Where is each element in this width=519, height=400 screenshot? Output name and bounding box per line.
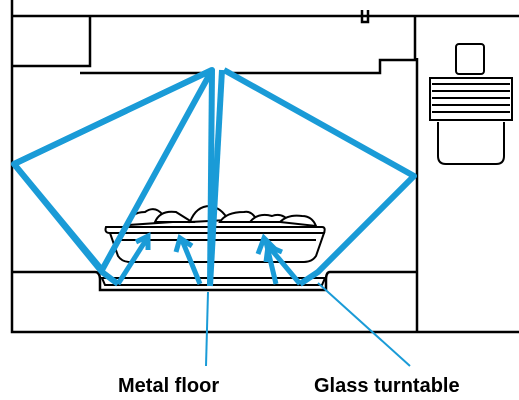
metal-floor-leader: [205, 291, 209, 367]
reflection-arrows: [115, 231, 302, 286]
glass-turntable-label: Glass turntable: [314, 375, 460, 397]
leader-lines: [205, 282, 411, 367]
microwave-rays: [11, 67, 417, 287]
oven-cavity: [10, 0, 519, 334]
glass-turntable-leader: [317, 282, 411, 367]
latch-icon: [429, 43, 513, 165]
glass-turntable: [100, 277, 327, 286]
metal-floor-label: Metal floor: [118, 375, 219, 397]
metal-floor: [94, 270, 331, 292]
